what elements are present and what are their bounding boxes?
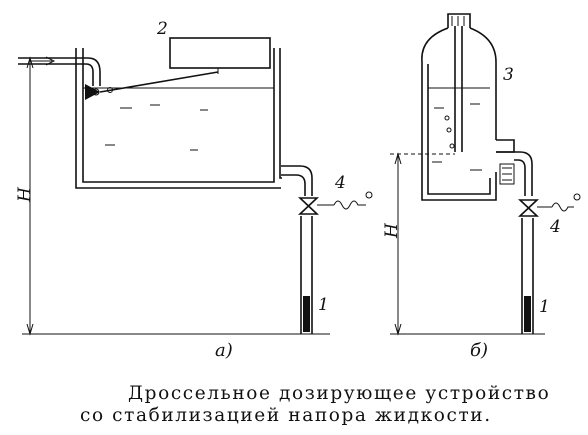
valve-b-handle (573, 193, 581, 201)
tank-a (75, 48, 282, 189)
outlet-pipe-b (496, 151, 533, 196)
float-box (169, 37, 271, 69)
side-chamber (496, 139, 515, 153)
bottle-inner-wall (427, 64, 491, 195)
valve-a (297, 197, 320, 215)
dosing-tube-b (521, 218, 534, 334)
bubble (446, 127, 452, 133)
bottle-stopper (451, 16, 465, 26)
valve-ball (92, 88, 100, 96)
bottle (421, 13, 497, 201)
inlet-arrow (30, 56, 56, 66)
label-pipe-b: 1 (539, 297, 550, 317)
lever-pivot (107, 87, 113, 93)
label-bottle: 3 (503, 65, 514, 85)
label-pipe-a: 1 (318, 295, 329, 315)
tank-a-inner-wall (82, 48, 275, 183)
label-valve-b: 4 (549, 217, 561, 237)
float-lever (99, 71, 219, 93)
inlet-pipe (18, 57, 101, 86)
figure-b: 3 4 1 H б) (382, 13, 581, 361)
valve-a-spring (333, 200, 366, 210)
label-valve-a: 4 (334, 173, 346, 193)
bubble (444, 115, 450, 121)
dosing-tube-a (300, 216, 313, 334)
label-float-box: 2 (156, 19, 168, 39)
outlet-pipe-a (281, 165, 313, 196)
caption-line-2: со стабилизацией напора жидкости. (80, 405, 492, 426)
valve-b-spring (551, 202, 574, 212)
label-height-b: H (382, 222, 402, 239)
filter-hatch (502, 167, 512, 181)
valve-b (517, 199, 540, 217)
caption-line-1: Дроссельное дозирующее устройство (128, 383, 551, 404)
label-figure-a: а) (215, 340, 233, 361)
tube-b-liquid (524, 296, 531, 332)
valve-a-handle (365, 191, 373, 199)
tube-a-liquid (303, 296, 310, 332)
figure-a: 2 4 1 H а) (15, 19, 373, 361)
label-height-a: H (15, 186, 35, 203)
label-figure-b: б) (470, 340, 488, 361)
air-tube (454, 26, 463, 152)
bubble (449, 143, 455, 149)
